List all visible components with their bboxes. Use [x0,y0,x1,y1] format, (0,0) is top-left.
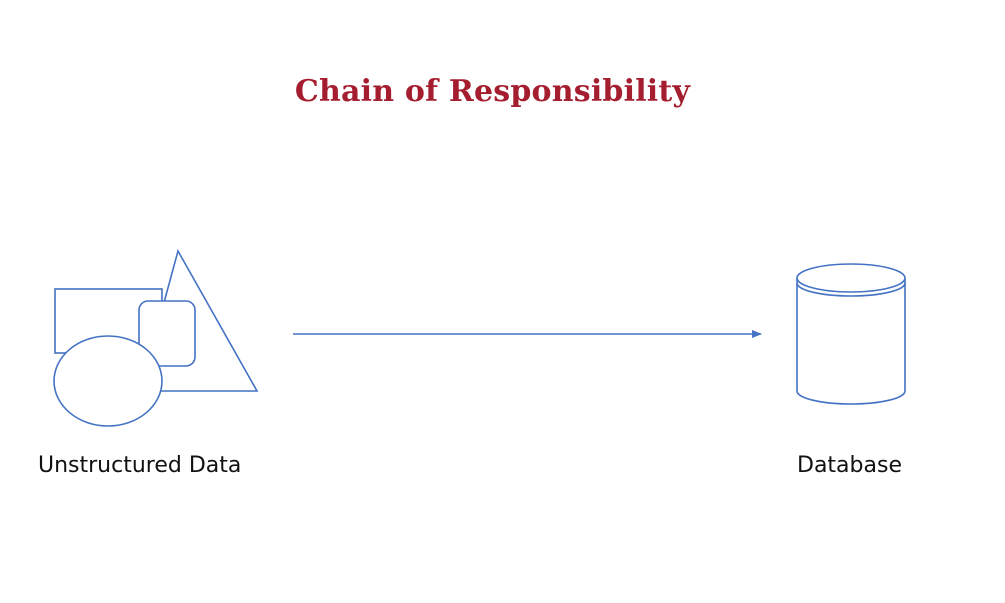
source-label: Unstructured Data [38,453,242,478]
cylinder-top-outer [796,263,906,293]
cylinder-top-inner [796,282,906,297]
unstructured-data-shapes-icon [53,248,259,427]
cylinder-body [796,278,906,405]
slide-title: Chain of Responsibility [294,74,691,109]
ellipse-shape [53,335,163,427]
database-cylinder-icon [796,263,906,405]
target-label: Database [797,453,902,478]
rounded-square-shape [138,300,196,367]
